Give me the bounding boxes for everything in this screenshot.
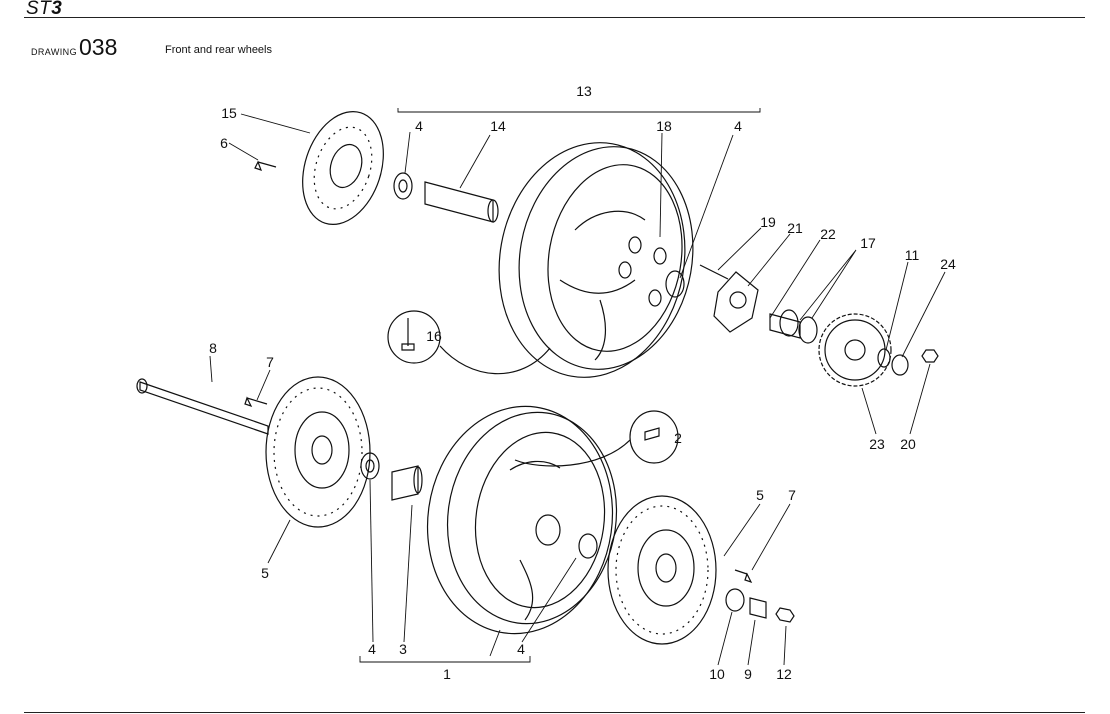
front-wheel-rim (426, 405, 618, 635)
disc-screw-7-right (734, 569, 753, 584)
front-disc-right (607, 495, 717, 645)
callout-4: 4 (734, 118, 742, 134)
valve-detail-16 (387, 310, 551, 375)
callout-20: 20 (900, 436, 916, 452)
callout-18: 18 (656, 118, 672, 134)
callout-17: 17 (860, 235, 876, 251)
callout-4: 4 (368, 641, 376, 657)
rear-brake-disc (302, 111, 384, 225)
callout-1: 1 (443, 666, 451, 682)
front-hub-bearing (535, 514, 598, 559)
callout-14: 14 (490, 118, 506, 134)
footer-rule (24, 712, 1085, 713)
callout-11: 11 (905, 247, 920, 263)
valve-detail-2 (514, 410, 679, 467)
rear-wheel-rim (498, 142, 694, 378)
callout-2: 2 (674, 430, 682, 446)
callout-13: 13 (576, 83, 592, 99)
callout-12: 12 (776, 666, 792, 682)
front-spacer (391, 465, 423, 501)
front-wheel-spindle (136, 378, 269, 435)
callout-5: 5 (756, 487, 764, 503)
front-disc-left (265, 376, 371, 528)
callout-10: 10 (709, 666, 725, 682)
callout-4: 4 (517, 641, 525, 657)
rear-bearing-left (393, 172, 413, 200)
callout-3: 3 (399, 641, 407, 657)
leader-lines (209, 108, 946, 666)
front-bearing-left (360, 452, 380, 480)
callout-labels: 13 15 6 4 14 18 4 19 21 22 17 11 24 16 2… (209, 83, 956, 682)
callout-15: 15 (221, 105, 237, 121)
callout-22: 22 (820, 226, 836, 242)
callout-24: 24 (940, 256, 956, 272)
front-axle-hardware (725, 588, 795, 623)
drawing-number: 038 (79, 34, 118, 60)
rear-sprocket (818, 313, 892, 387)
callout-21: 21 (787, 220, 803, 236)
cush-drive-flange (699, 264, 759, 333)
header-rule (24, 17, 1085, 18)
callout-4: 4 (415, 118, 423, 134)
callout-23: 23 (869, 436, 885, 452)
drawing-label: DRAWING (31, 47, 77, 57)
callout-7: 7 (266, 354, 274, 370)
drawing-title: Front and rear wheels (165, 44, 272, 56)
callout-16: 16 (426, 328, 442, 344)
rear-hub-studs (618, 236, 685, 307)
disc-screw-6 (254, 160, 277, 171)
callout-9: 9 (744, 666, 752, 682)
disc-screw-7-left (244, 396, 268, 408)
callout-5: 5 (261, 565, 269, 581)
callout-7: 7 (788, 487, 796, 503)
callout-6: 6 (220, 135, 228, 151)
model-name: ST3 (26, 0, 63, 19)
rear-spacer-tube (424, 181, 499, 223)
callout-8: 8 (209, 340, 217, 356)
callout-19: 19 (760, 214, 776, 230)
sprocket-washer-nut (877, 348, 939, 376)
flange-spacer-bearings (769, 309, 818, 344)
